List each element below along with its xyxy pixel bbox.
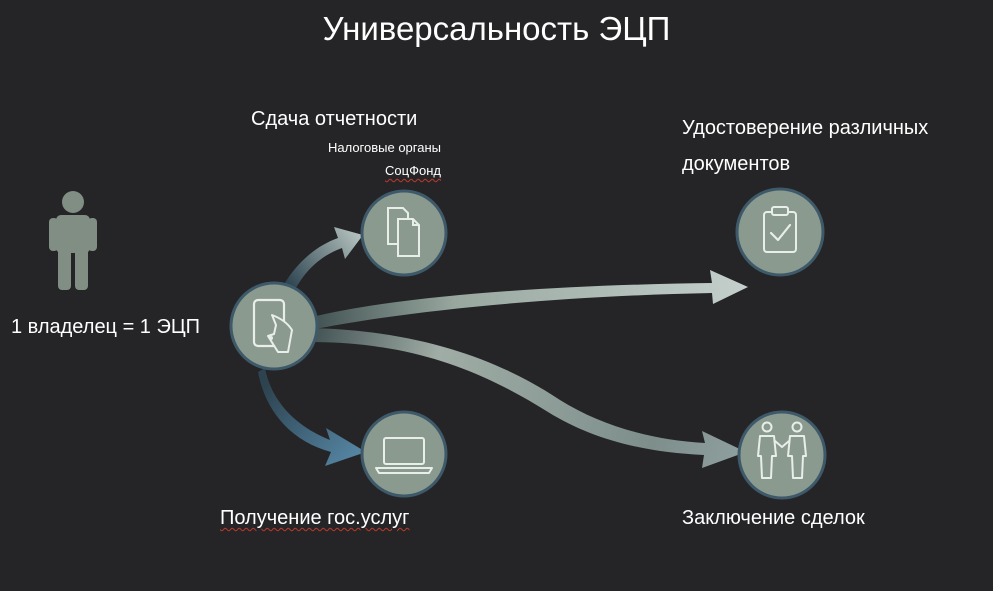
documents-label-line1: Удостоверение различных <box>682 117 929 139</box>
slide-title: Универсальность ЭЦП <box>322 10 671 47</box>
reporting-tax-label: Налоговые органы <box>327 140 441 155</box>
reporting-label: Сдача отчетности <box>251 108 418 130</box>
arrow-to-gov-services <box>258 368 366 466</box>
tablet-touch-icon <box>229 281 319 371</box>
reporting-social-label: СоцФонд <box>385 163 441 178</box>
arrow-to-reporting <box>280 227 363 300</box>
deals-label: Заключение сделок <box>682 507 865 529</box>
clipboard-check-icon <box>735 187 825 277</box>
arrow-to-deals <box>308 328 746 468</box>
gov-services-label: Получение гос.услуг <box>220 507 410 529</box>
documents-icon <box>360 189 448 277</box>
person-icon <box>49 191 97 290</box>
documents-label-line2: документов <box>682 153 791 175</box>
owner-label: 1 владелец = 1 ЭЦП <box>11 316 201 338</box>
arrow-to-documents <box>308 270 748 330</box>
laptop-icon <box>360 410 448 498</box>
handshake-icon <box>737 410 827 500</box>
